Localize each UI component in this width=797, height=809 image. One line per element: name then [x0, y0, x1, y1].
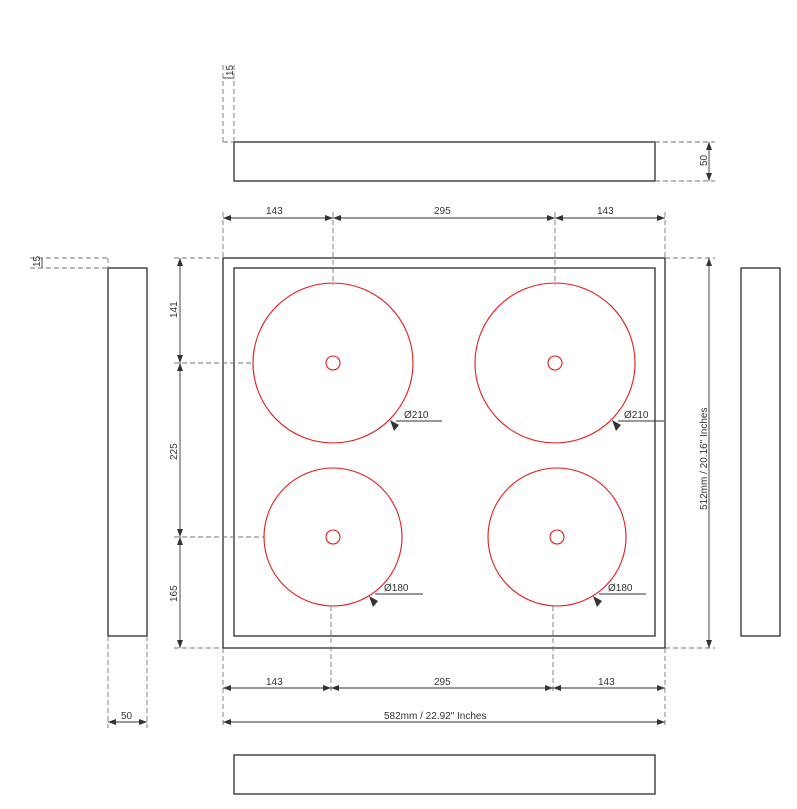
- bottom-chain-mid-label: 295: [434, 677, 451, 688]
- burner-center: [547, 355, 563, 371]
- top-chain-arrow: [547, 215, 555, 221]
- burner-bottom-left: Ø180: [263, 467, 423, 607]
- front-view: [233, 754, 656, 795]
- bottom-chain-arrow: [223, 685, 231, 691]
- left-side-view: 15 50: [30, 255, 148, 728]
- top-elevation-view: 15 50: [222, 64, 715, 182]
- left-chain-arrow: [177, 363, 183, 371]
- burner-leader-arrow: [390, 420, 399, 431]
- left-chain-top-label: 141: [169, 301, 180, 318]
- left-depth-arrow: [108, 719, 116, 725]
- bottom-chain-arrow: [323, 685, 331, 691]
- burner-ring: [487, 467, 627, 607]
- top-thickness-label: 15: [225, 64, 236, 76]
- burner-leader-arrow: [612, 420, 621, 431]
- top-elevation-body: [233, 141, 656, 182]
- burner-bottom-right: Ø180: [487, 467, 646, 607]
- burner-size-label: Ø180: [608, 583, 633, 594]
- left-chain-bottom-label: 165: [169, 585, 180, 602]
- top-chain-left-label: 143: [266, 206, 283, 217]
- left-depth-arrow: [139, 719, 147, 725]
- height-arrow-down: [706, 640, 712, 648]
- left-dimension-chain: 141 225 165: [169, 257, 264, 649]
- burner-center: [549, 529, 565, 545]
- bottom-chain-arrow: [331, 685, 339, 691]
- bottom-chain-arrow: [553, 685, 561, 691]
- burner-ring: [474, 282, 636, 444]
- burner-center: [325, 529, 341, 545]
- left-thickness-label: 15: [32, 255, 43, 267]
- bottom-chain-left-label: 143: [266, 677, 283, 688]
- left-chain-arrow: [177, 529, 183, 537]
- top-height-arrow-up: [706, 142, 712, 150]
- top-height-arrow-down: [706, 173, 712, 181]
- top-chain-mid-label: 295: [434, 206, 451, 217]
- top-chain-arrow: [333, 215, 341, 221]
- width-total-arrow: [657, 719, 665, 725]
- hob-inner-frame: [233, 267, 656, 637]
- top-chain-arrow: [223, 215, 231, 221]
- top-height-label: 50: [699, 154, 710, 166]
- height-total-label: 512mm / 20.16" Inches: [699, 408, 710, 511]
- burner-size-label: Ø180: [384, 583, 409, 594]
- burner-top-right: Ø210: [474, 282, 664, 444]
- left-chain-arrow: [177, 258, 183, 266]
- left-chain-arrow: [177, 355, 183, 363]
- hob-outer-frame: [222, 257, 666, 649]
- height-arrow-up: [706, 258, 712, 266]
- burner-ring: [252, 282, 414, 444]
- burner-ring: [263, 467, 403, 607]
- bottom-chain-arrow: [657, 685, 665, 691]
- top-chain-right-label: 143: [597, 206, 614, 217]
- plan-view: Ø210 Ø210 Ø180 Ø180: [222, 257, 666, 649]
- left-chain-arrow: [177, 640, 183, 648]
- burner-leader-arrow: [369, 596, 378, 607]
- left-depth-label: 50: [121, 711, 133, 722]
- left-chain-mid-label: 225: [169, 443, 180, 460]
- right-side-view: 512mm / 20.16" Inches: [665, 257, 781, 649]
- bottom-chain-right-label: 143: [598, 677, 615, 688]
- burner-size-label: Ø210: [404, 410, 429, 421]
- burner-top-left: Ø210: [252, 282, 442, 444]
- width-total-label: 582mm / 22.92" Inches: [384, 711, 487, 722]
- bottom-chain-arrow: [545, 685, 553, 691]
- burner-leader-arrow: [593, 596, 602, 607]
- burner-size-label: Ø210: [624, 410, 649, 421]
- top-chain-arrow: [555, 215, 563, 221]
- bottom-dimension-chain: 143 295 143 582mm / 22.92" Inches: [222, 606, 666, 728]
- burner-center: [325, 355, 341, 371]
- width-total-arrow: [223, 719, 231, 725]
- right-side-body: [740, 267, 781, 637]
- left-side-body: [107, 267, 148, 637]
- left-chain-arrow: [177, 537, 183, 545]
- front-view-body: [233, 754, 656, 795]
- top-chain-arrow: [325, 215, 333, 221]
- top-dimension-chain: 143 295 143: [222, 206, 666, 285]
- top-chain-arrow: [657, 215, 665, 221]
